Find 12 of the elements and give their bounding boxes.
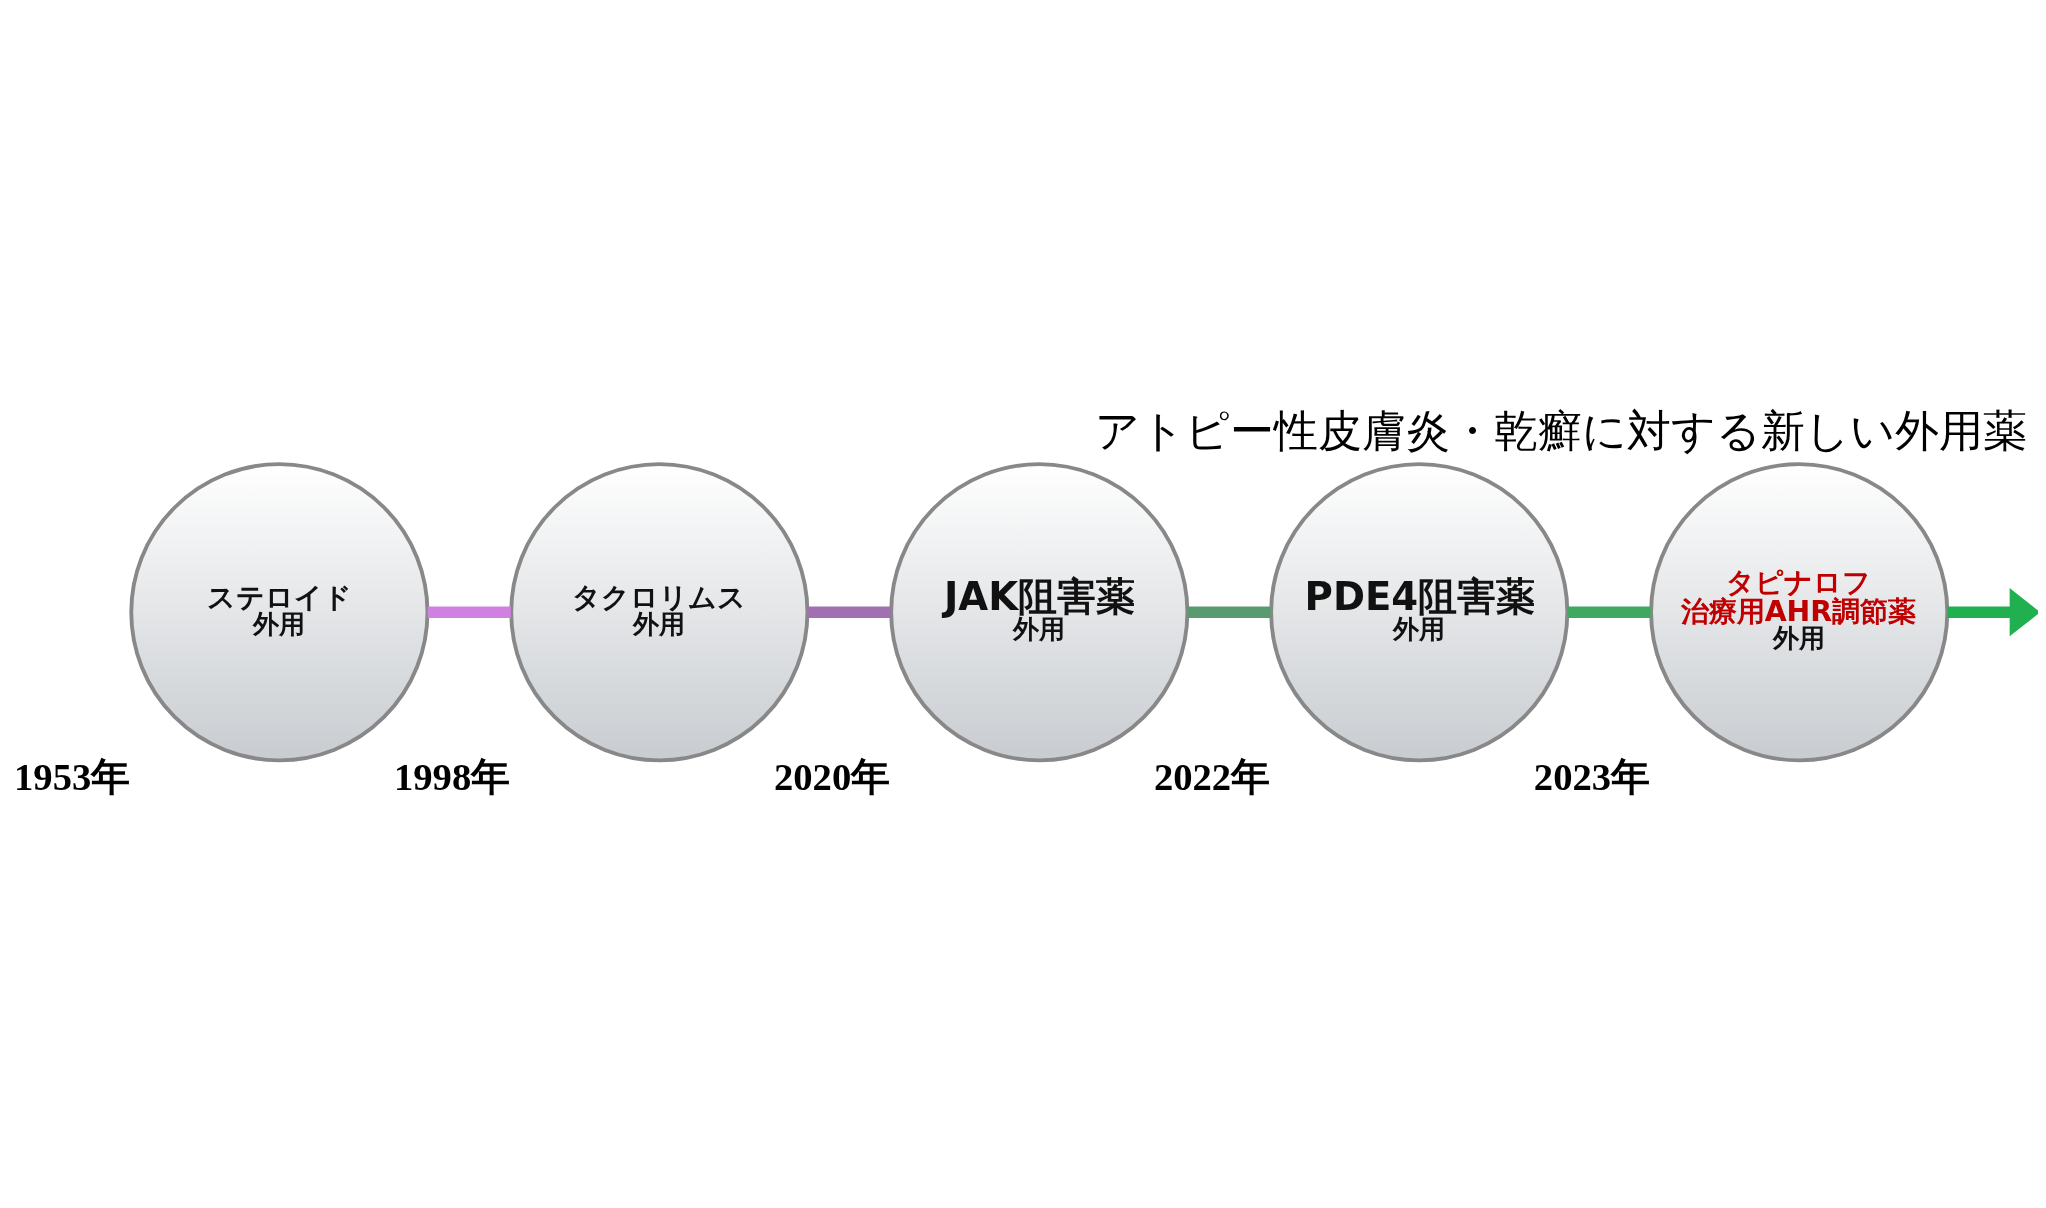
connector bbox=[1187, 605, 1271, 618]
node-circle: タピナロフ 治療用AHR調節薬 外用 bbox=[1649, 461, 1950, 762]
connector bbox=[1567, 605, 1651, 618]
node-circle: ステロイド 外用 bbox=[129, 461, 430, 762]
connector bbox=[427, 605, 511, 618]
node-circle: タクロリムス 外用 bbox=[509, 461, 810, 762]
node-circle: JAK阻害薬 外用 bbox=[889, 461, 1190, 762]
arrow bbox=[1947, 587, 2038, 636]
node-circle: PDE4阻害薬 外用 bbox=[1269, 461, 1570, 762]
connector bbox=[807, 605, 891, 618]
node-label: 1953年 bbox=[14, 755, 131, 798]
diagram-title: アトピー性皮膚炎・乾癬に対する新しい外用薬 bbox=[1095, 404, 2028, 456]
